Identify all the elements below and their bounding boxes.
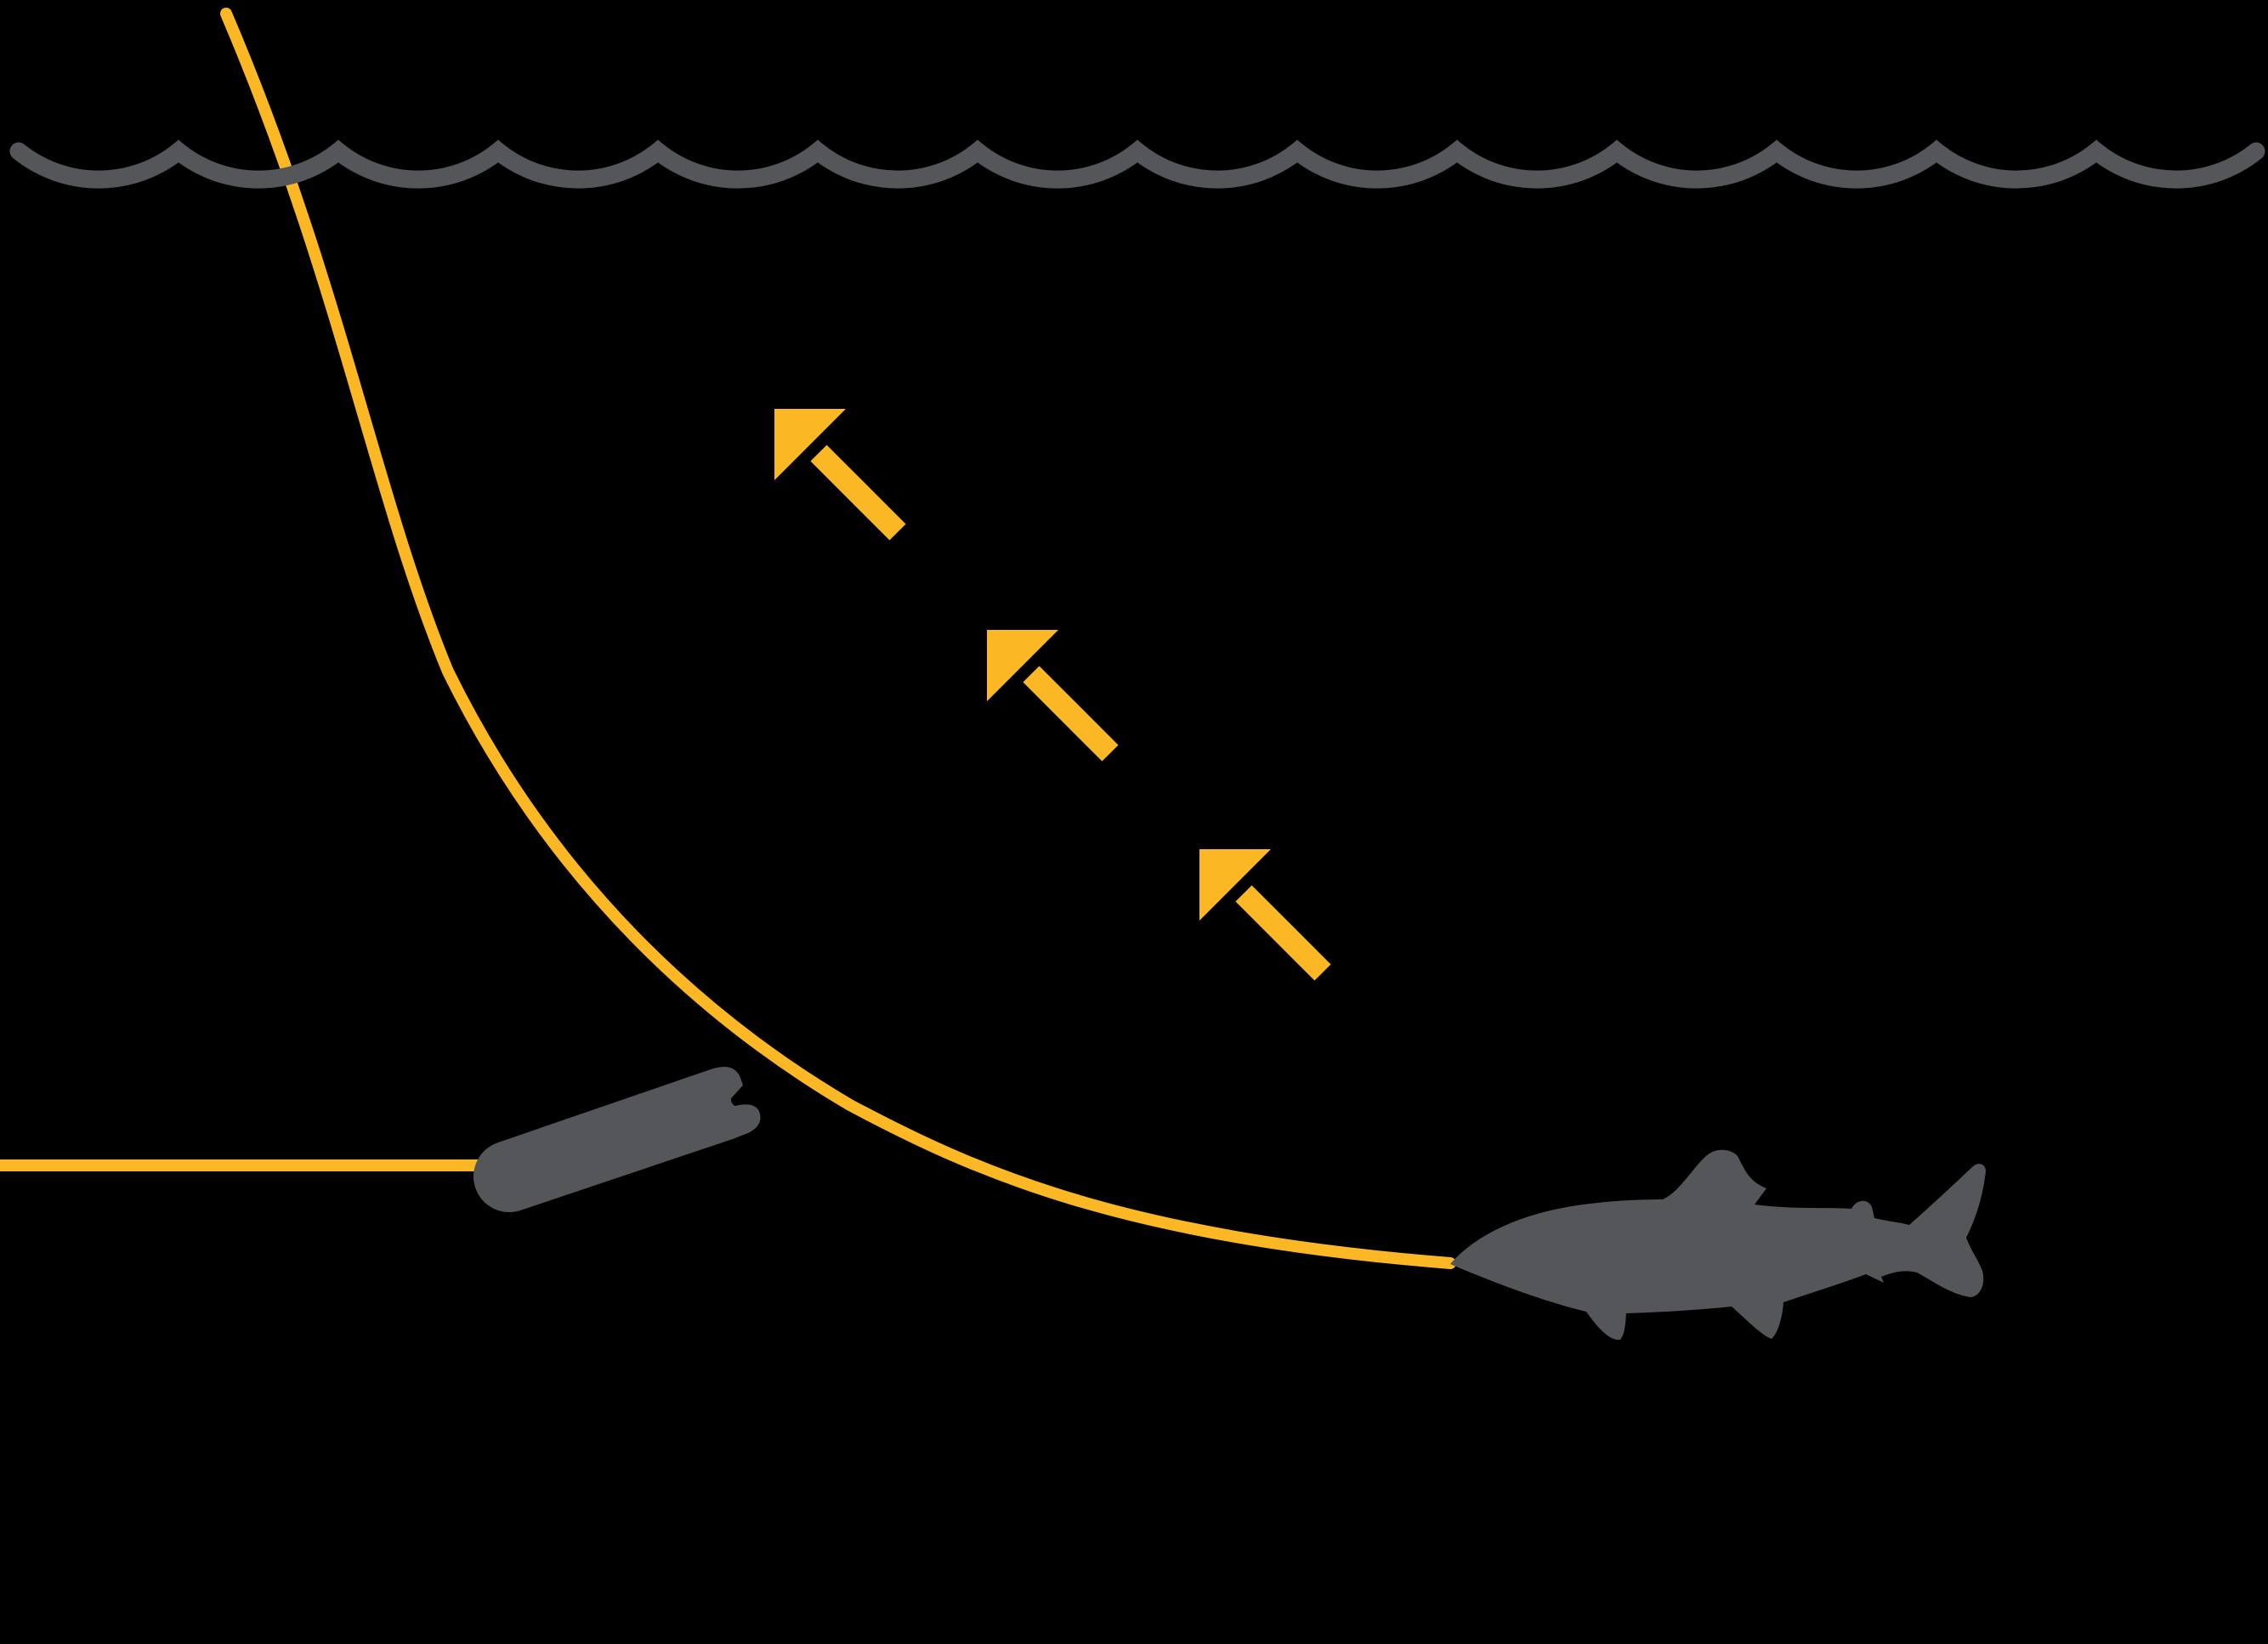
pull-arrow: [774, 409, 906, 541]
release-clip-body: [473, 1067, 761, 1212]
water-surface-wave-line: [9, 139, 2265, 189]
fish-silhouette: [1450, 1149, 1986, 1341]
pull-direction-arrows: [774, 409, 1331, 981]
pull-arrow: [987, 630, 1119, 762]
arrow-head-icon: [1199, 849, 1271, 921]
pull-arrow: [1199, 849, 1331, 981]
arrow-head-icon: [774, 409, 846, 480]
fishing-line-curve: [220, 8, 1456, 1269]
arrow-shaft: [810, 445, 906, 541]
arrow-shaft: [1235, 885, 1331, 981]
arrow-shaft: [1023, 666, 1119, 762]
release-clip: [473, 1067, 761, 1212]
arrow-head-icon: [987, 630, 1058, 701]
